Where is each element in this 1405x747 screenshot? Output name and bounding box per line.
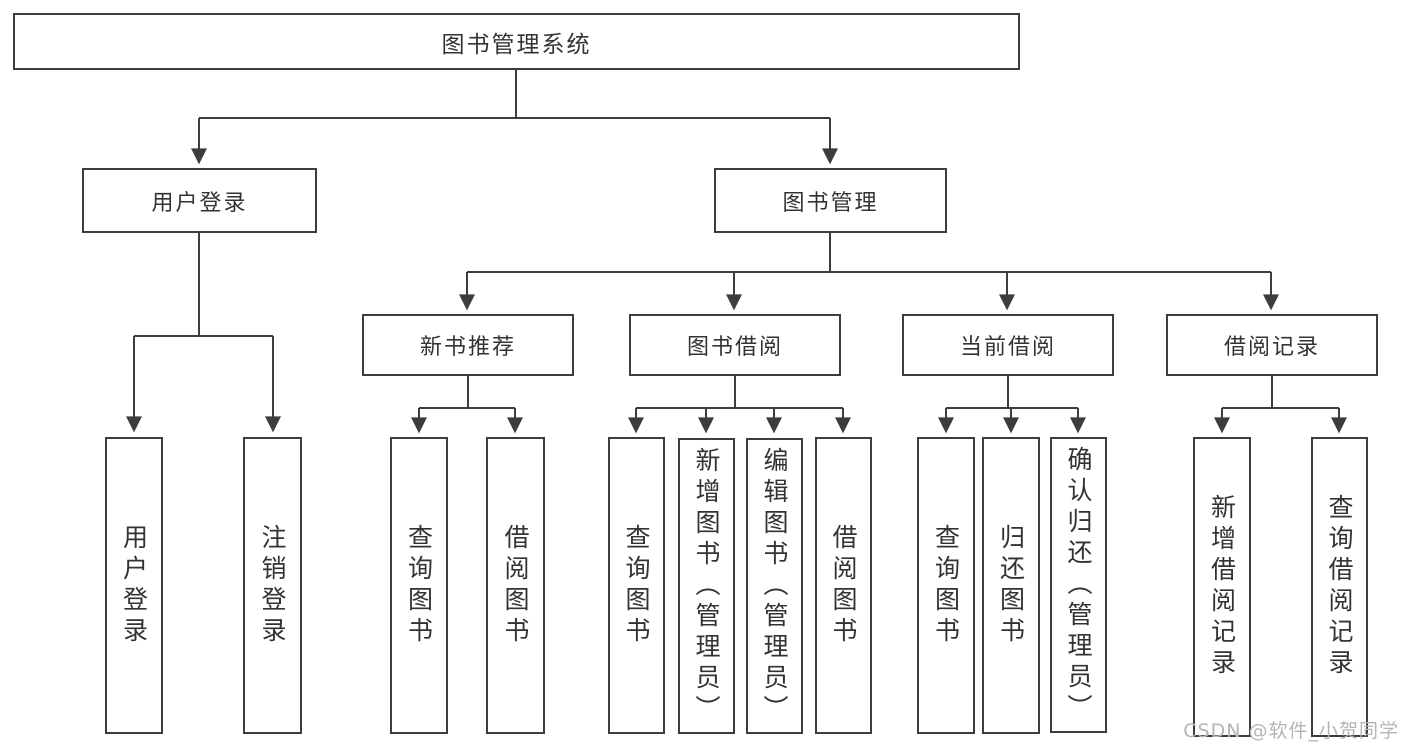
leaf-add-book-admin: 新增图书（管理员） (678, 438, 735, 734)
leaf-query-books-borrow: 查询图书 (608, 437, 665, 734)
csdn-watermark: CSDN @软件_小贺同学 (1183, 720, 1399, 742)
node-user-login: 用户登录 (82, 168, 317, 233)
leaf-return-books: 归还图书 (982, 437, 1040, 734)
leaf-confirm-return-admin: 确认归还（管理员） (1050, 437, 1107, 733)
leaf-logout: 注销登录 (243, 437, 302, 734)
node-borrow-records: 借阅记录 (1166, 314, 1378, 376)
leaf-edit-book-admin: 编辑图书（管理员） (746, 438, 803, 734)
node-book-management: 图书管理 (714, 168, 947, 233)
leaf-query-books-recommend: 查询图书 (390, 437, 448, 734)
leaf-user-login: 用户登录 (105, 437, 163, 734)
leaf-add-borrow-record: 新增借阅记录 (1193, 437, 1251, 737)
node-book-borrow: 图书借阅 (629, 314, 841, 376)
node-new-book-recommend: 新书推荐 (362, 314, 574, 376)
leaf-borrow-books: 借阅图书 (815, 437, 872, 734)
node-root-system: 图书管理系统 (13, 13, 1020, 70)
leaf-query-books-current: 查询图书 (917, 437, 975, 734)
leaf-borrow-books-recommend: 借阅图书 (486, 437, 545, 734)
node-current-borrow: 当前借阅 (902, 314, 1114, 376)
leaf-query-borrow-record: 查询借阅记录 (1311, 437, 1368, 737)
